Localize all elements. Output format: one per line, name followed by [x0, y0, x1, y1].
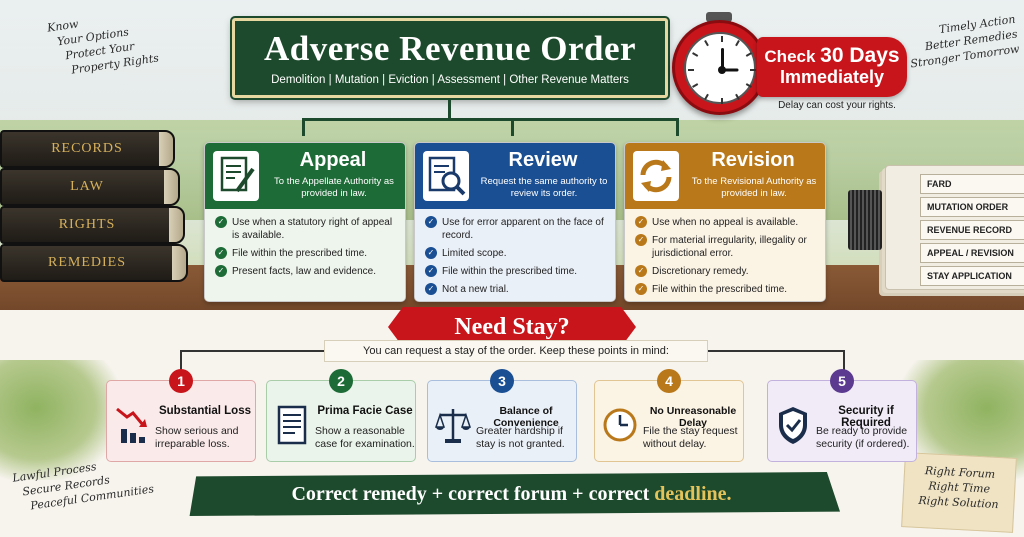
- page-title: Adverse Revenue Order: [263, 29, 637, 68]
- stay-point-2: 2 Prima Facie Case Show a reasonable cas…: [266, 369, 416, 462]
- remedy-title: Review: [508, 149, 578, 171]
- file-tab: FARD: [920, 174, 1024, 194]
- side-note-bottom-right: Right Forum Right Time Right Solution: [901, 452, 1017, 533]
- file-tab: REVENUE RECORD: [920, 220, 1024, 240]
- list-item: ✓Not a new trial.: [425, 283, 609, 296]
- page-subtitle: Demolition | Mutation | Eviction | Asses…: [271, 74, 629, 86]
- title-banner: Adverse Revenue Order Demolition | Mutat…: [230, 16, 670, 100]
- connector-line: [708, 350, 844, 352]
- connector-line: [180, 350, 182, 372]
- refresh-arrows-icon: [633, 151, 679, 201]
- document-magnifier-icon: [423, 151, 469, 201]
- list-item: ✓For material irregularity, illegality o…: [635, 234, 819, 260]
- list-item: ✓Present facts, law and evidence.: [215, 265, 399, 278]
- list-item: ✓File within the prescribed time.: [425, 265, 609, 278]
- list-item: ✓Use when no appeal is available.: [635, 216, 819, 229]
- stay-point-4: 4 No Unreasonable Delay File the stay re…: [594, 369, 744, 462]
- pen-holder-icon: [848, 190, 882, 250]
- remedy-desc: To the Revisional Authority as provided …: [691, 176, 817, 199]
- connector-line: [302, 118, 679, 121]
- stopwatch-button-icon: [706, 12, 732, 22]
- book-rights: RIGHTS: [0, 206, 185, 244]
- list-item: ✓Use for error apparent on the face of r…: [425, 216, 609, 242]
- list-item: ✓Limited scope.: [425, 247, 609, 260]
- remedy-title: Revision: [711, 149, 795, 171]
- book-law: LAW: [0, 168, 180, 206]
- stay-subtitle: You can request a stay of the order. Kee…: [324, 340, 708, 362]
- book-remedies: REMEDIES: [0, 244, 188, 282]
- file-tab: MUTATION ORDER: [920, 197, 1024, 217]
- list-item: ✓File within the prescribed time.: [215, 247, 399, 260]
- remedy-title: Appeal: [299, 149, 367, 171]
- clock-icon: [601, 403, 639, 447]
- document-icon: [273, 403, 311, 447]
- remedy-desc: Request the same authority to review its…: [480, 176, 608, 199]
- shield-check-icon: [774, 403, 812, 447]
- remedy-desc: To the Appellate Authority as provided i…: [274, 176, 394, 199]
- stopwatch-icon: [672, 20, 767, 115]
- remedy-card-revision: Revision To the Revisional Authority as …: [624, 142, 826, 302]
- connector-line: [511, 118, 514, 136]
- connector-line: [302, 118, 305, 136]
- remedy-card-appeal: Appeal To the Appellate Authority as pro…: [204, 142, 406, 302]
- book-records: RECORDS: [0, 130, 175, 168]
- connector-line: [676, 118, 679, 136]
- file-tab: STAY APPLICATION: [920, 266, 1024, 286]
- stay-point-5: 5 Security if Required Be ready to provi…: [767, 369, 917, 462]
- farmland-left-illustration: [0, 360, 120, 480]
- deadline-note: Delay can cost your rights.: [778, 100, 896, 111]
- connector-line: [843, 350, 845, 372]
- need-stay-ribbon: Need Stay?: [388, 307, 636, 347]
- list-item: ✓Use when a statutory right of appeal is…: [215, 216, 399, 242]
- footer-banner: Correct remedy + correct forum + correct…: [189, 472, 840, 516]
- deadline-callout: Check 30 Days Immediately: [757, 37, 907, 97]
- stay-point-3: 3 Balance of Convenience Greater hardshi…: [427, 369, 577, 462]
- scales-icon: [434, 403, 472, 447]
- file-tab: APPEAL / REVISION: [920, 243, 1024, 263]
- list-item: ✓Discretionary remedy.: [635, 265, 819, 278]
- falling-chart-icon: [113, 403, 151, 447]
- connector-line: [448, 98, 451, 120]
- remedy-card-review: Review Request the same authority to rev…: [414, 142, 616, 302]
- stay-point-1: 1 Substantial Loss Show serious and irre…: [106, 369, 256, 462]
- list-item: ✓File within the prescribed time.: [635, 283, 819, 296]
- connector-line: [180, 350, 324, 352]
- document-pen-icon: [213, 151, 259, 201]
